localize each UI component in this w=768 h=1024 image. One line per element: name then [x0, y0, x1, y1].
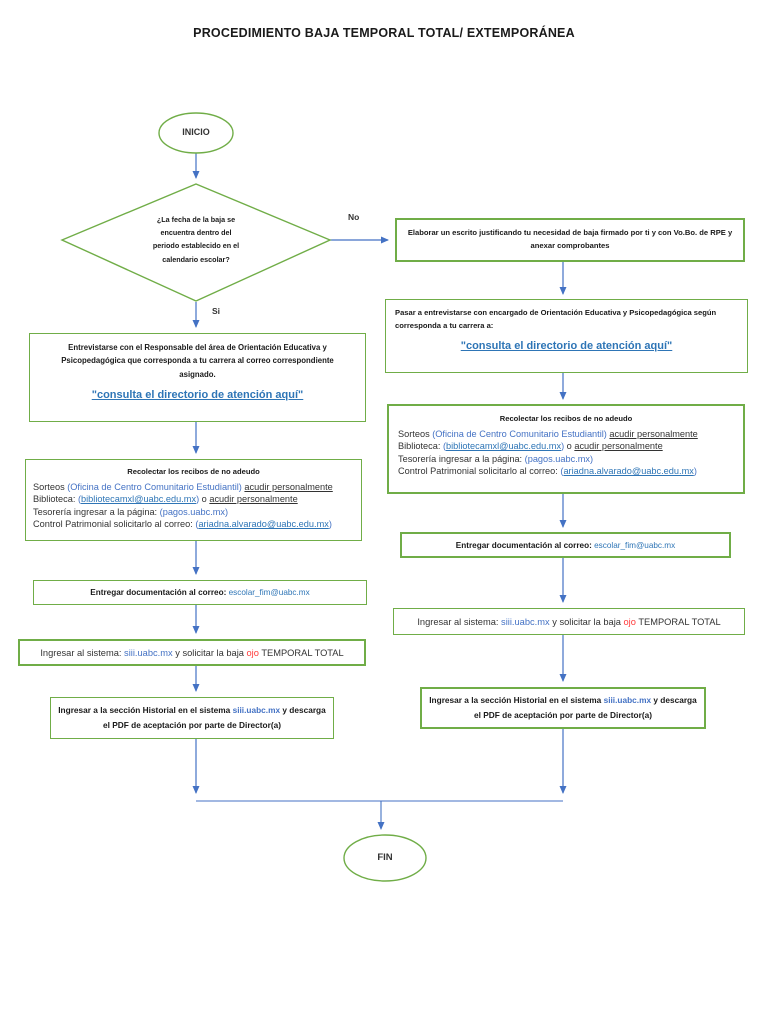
- link-siii-url: siii.uabc.mx: [124, 647, 173, 658]
- process-text: Ingresar a la sección Historial en el si…: [428, 693, 698, 723]
- text-acudir: acudir personalmente: [574, 441, 663, 452]
- text: Sorteos: [33, 482, 68, 492]
- process-historial-left: Ingresar a la sección Historial en el si…: [50, 697, 334, 739]
- text-ojo-alert: ojo: [623, 616, 636, 627]
- text: Tesorería ingresar a la página:: [398, 453, 525, 464]
- text: Biblioteca:: [33, 494, 78, 505]
- branch-label-no: No: [348, 212, 360, 222]
- text: y solicitar la baja: [172, 647, 247, 658]
- text: TEMPORAL TOTAL: [258, 647, 344, 658]
- text: Biblioteca:: [398, 441, 443, 452]
- link-biblioteca-email[interactable]: bibliotecamxl@uabc.edu.mx: [81, 494, 197, 505]
- text-acudir: acudir personalmente: [609, 429, 698, 439]
- paren: ): [693, 466, 697, 477]
- decision-line: calendario escolar?: [162, 254, 230, 264]
- process-text: Ingresar al sistema: siii.uabc.mx y soli…: [417, 617, 720, 627]
- link-siii-url: siii.uabc.mx: [603, 695, 652, 706]
- process-pasar-entrevistarse: Pasar a entrevistarse con encargado de O…: [385, 299, 748, 373]
- decision-diamond-shape: [60, 183, 332, 302]
- link-escolar-email[interactable]: escolar_fim@uabc.mx: [594, 540, 676, 550]
- text: Sorteos: [398, 429, 433, 439]
- text: y descarga el PDF de aceptación por part…: [103, 705, 326, 730]
- decision-question: ¿La fecha de la baja se encuentra dentro…: [96, 213, 296, 266]
- text: Entregar documentación al correo:: [455, 540, 595, 550]
- process-entregar-documentacion-left: Entregar documentación al correo: escola…: [33, 580, 367, 605]
- terminal-fin-label: FIN: [377, 852, 393, 863]
- text: o: [564, 441, 575, 452]
- decision-line: periodo establecido en el: [152, 241, 240, 251]
- process-entrevistarse-responsable: Entrevistarse con el Responsable del áre…: [29, 333, 366, 422]
- text: Entregar documentación al correo:: [90, 588, 229, 597]
- process-text: Pasar a entrevistarse con encargado de O…: [395, 308, 717, 330]
- text-acudir: acudir personalmente: [244, 482, 333, 492]
- link-patrimonial-email[interactable]: ariadna.alvarado@uabc.edu.mx: [563, 466, 694, 477]
- text: TEMPORAL TOTAL: [635, 616, 721, 627]
- link-centro-comunitario: (Oficina de Centro Comunitario Estudiant…: [67, 482, 242, 492]
- recolectar-line-tesoreria: Tesorería ingresar a la página: (pagos.u…: [33, 506, 354, 518]
- process-elaborar-escrito: Elaborar un escrito justificando tu nece…: [395, 218, 745, 262]
- page-title: PROCEDIMIENTO BAJA TEMPORAL TOTAL/ EXTEM…: [193, 26, 575, 40]
- process-text: Entregar documentación al correo: escola…: [90, 588, 309, 597]
- decision-line: encuentra dentro del: [160, 228, 232, 238]
- text: Control Patrimonial solicitarlo al corre…: [398, 466, 561, 477]
- link-pagos-url: (pagos.uabc.mx): [524, 453, 594, 464]
- terminal-inicio-shape: [158, 112, 234, 154]
- link-patrimonial-email[interactable]: ariadna.alvarado@uabc.edu.mx: [198, 519, 329, 530]
- process-text: Ingresar al sistema: siii.uabc.mx y soli…: [40, 648, 343, 658]
- text: Ingresar al sistema:: [417, 616, 502, 627]
- branch-label-si: Si: [212, 306, 221, 316]
- recolectar-title: Recolectar los recibos de no adeudo: [499, 414, 633, 423]
- paren: ): [196, 494, 200, 505]
- text: y solicitar la baja: [549, 616, 624, 627]
- terminal-inicio-label: INICIO: [182, 127, 210, 137]
- decision-line: ¿La fecha de la baja se: [156, 215, 236, 224]
- text: Ingresar a la sección Historial en el si…: [429, 695, 604, 706]
- process-historial-right: Ingresar a la sección Historial en el si…: [420, 687, 706, 729]
- recolectar-line-patrimonial: Control Patrimonial solicitarlo al corre…: [33, 518, 354, 530]
- text: Ingresar a la sección Historial en el si…: [58, 705, 233, 716]
- recolectar-line-patrimonial: Control Patrimonial solicitarlo al corre…: [398, 465, 734, 477]
- link-pagos-url: (pagos.uabc.mx): [159, 506, 229, 517]
- paren: ): [328, 519, 332, 530]
- process-ingresar-sistema-left: Ingresar al sistema: siii.uabc.mx y soli…: [18, 639, 366, 666]
- process-entregar-documentacion-right: Entregar documentación al correo: escola…: [400, 532, 731, 558]
- text: Tesorería ingresar a la página:: [33, 506, 160, 517]
- process-text: Entrevistarse con el Responsable del áre…: [61, 343, 334, 379]
- link-siii-url: siii.uabc.mx: [501, 616, 550, 627]
- process-text: Entregar documentación al correo: escola…: [456, 541, 675, 550]
- link-centro-comunitario: (Oficina de Centro Comunitario Estudiant…: [432, 429, 607, 439]
- process-recolectar-recibos-left: Recolectar los recibos de no adeudo Sort…: [25, 459, 362, 541]
- paren: (: [442, 441, 447, 452]
- recolectar-line-biblioteca: Biblioteca: (bibliotecamxl@uabc.edu.mx) …: [398, 440, 734, 452]
- link-escolar-email[interactable]: escolar_fim@uabc.mx: [228, 588, 310, 597]
- link-biblioteca-email[interactable]: bibliotecamxl@uabc.edu.mx: [446, 441, 562, 452]
- text-ojo-alert: ojo: [246, 647, 259, 658]
- recolectar-line-sorteos: Sorteos (Oficina de Centro Comunitario E…: [398, 428, 734, 440]
- paren: (: [560, 466, 564, 477]
- recolectar-title: Recolectar los recibos de no adeudo: [127, 467, 260, 476]
- terminal-fin-shape: [343, 834, 427, 882]
- link-siii-url: siii.uabc.mx: [232, 705, 281, 716]
- recolectar-line-sorteos: Sorteos (Oficina de Centro Comunitario E…: [33, 481, 354, 493]
- text: y descarga el PDF de aceptación por part…: [474, 695, 697, 720]
- link-directorio-atencion[interactable]: "consulta el directorio de atención aquí…: [91, 388, 304, 401]
- process-recolectar-recibos-right: Recolectar los recibos de no adeudo Sort…: [387, 404, 745, 494]
- link-directorio-atencion[interactable]: "consulta el directorio de atención aquí…: [460, 339, 673, 352]
- process-ingresar-sistema-right: Ingresar al sistema: siii.uabc.mx y soli…: [393, 608, 745, 635]
- text: Ingresar al sistema:: [40, 647, 125, 658]
- recolectar-line-biblioteca: Biblioteca: (bibliotecamxl@uabc.edu.mx) …: [33, 493, 354, 505]
- text: o: [199, 494, 210, 505]
- recolectar-line-tesoreria: Tesorería ingresar a la página: (pagos.u…: [398, 453, 734, 465]
- text: Control Patrimonial solicitarlo al corre…: [33, 519, 196, 530]
- paren: ): [561, 441, 565, 452]
- process-text: Elaborar un escrito justificando tu nece…: [407, 228, 733, 250]
- paren: (: [195, 519, 199, 530]
- text-acudir: acudir personalmente: [209, 494, 298, 505]
- process-text: Ingresar a la sección Historial en el si…: [57, 703, 327, 733]
- paren: (: [77, 494, 82, 505]
